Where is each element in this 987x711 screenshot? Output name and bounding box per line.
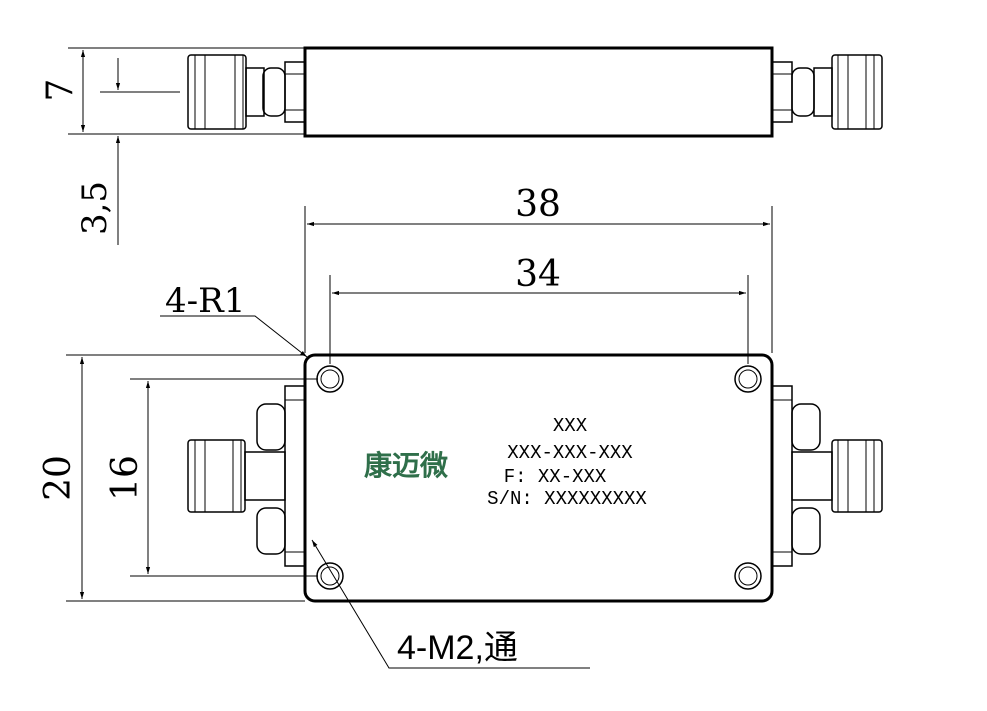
- dim-overall-width: 20: [38, 455, 79, 501]
- product-label: XXX XXX-XXX-XXX F: XX-XXX S/N: XXXXXXXXX: [487, 415, 647, 510]
- side-dimension-lines: [68, 47, 305, 245]
- dimension-lines-top: [66, 206, 773, 669]
- label-frequency: F: XX-XXX: [504, 466, 607, 488]
- top-body: [303, 353, 774, 603]
- label-serial: S/N: XXXXXXXXX: [487, 488, 647, 510]
- mounting-holes: [316, 365, 762, 590]
- brand-logo: 康迈微: [364, 449, 448, 482]
- top-view: 康迈微 XXX XXX-XXX-XXX F: XX-XXX S/N: XXXXX…: [38, 184, 883, 669]
- callout-mounting-holes: 4-M2,通: [397, 629, 518, 667]
- side-left-connector: [187, 54, 306, 130]
- dim-center-offset: 3,5: [75, 181, 115, 235]
- dim-hole-spacing-width: 16: [105, 455, 146, 501]
- side-view: 7 3,5: [40, 46, 883, 245]
- mounting-hole: [316, 365, 344, 393]
- label-part-number: XXX-XXX-XXX: [507, 442, 633, 464]
- side-right-connector: [771, 54, 883, 130]
- dim-overall-length: 38: [515, 184, 561, 225]
- top-right-connector: [771, 385, 883, 567]
- mounting-hole: [734, 562, 762, 590]
- dim-height-side: 7: [40, 79, 81, 102]
- label-model: XXX: [553, 415, 588, 437]
- top-left-connector: [187, 385, 306, 567]
- side-body: [303, 46, 774, 138]
- dim-hole-spacing-length: 34: [515, 254, 561, 295]
- callout-corner-radius: 4-R1: [165, 281, 245, 321]
- mounting-hole: [734, 365, 762, 393]
